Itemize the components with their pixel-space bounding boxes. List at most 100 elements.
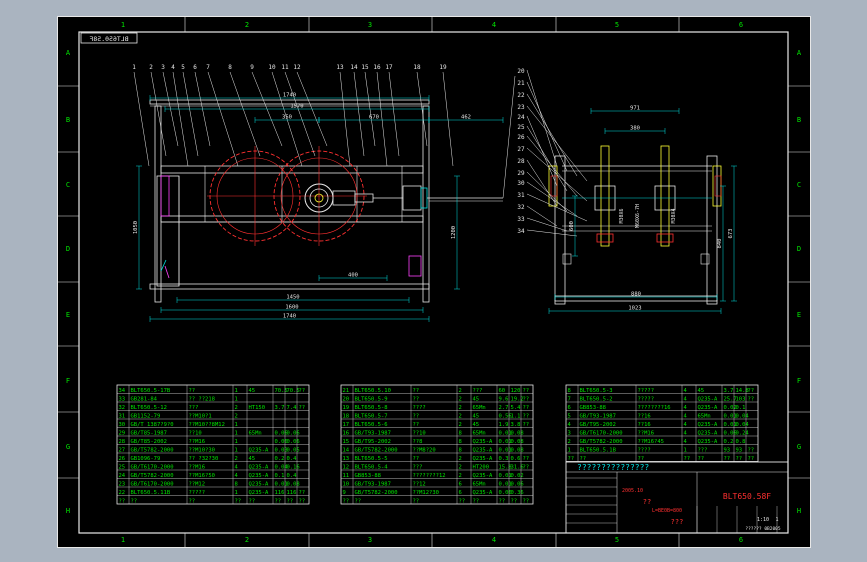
dim-1570: 1570 <box>290 104 303 110</box>
bom-right-cell: ????????16 <box>638 405 671 411</box>
bom-mid-cell: ?? <box>523 464 530 470</box>
row-marker-right: F <box>797 377 801 385</box>
bom-right-cell: 93 <box>724 447 731 453</box>
bom-right-cell: Q235-A <box>698 422 719 428</box>
bom-left-cell: ?? <box>299 490 306 496</box>
bom-mid-cell: BLT650.5-8 <box>355 405 388 411</box>
bom-mid-cell: 15.8 <box>499 464 512 470</box>
bom-left-cell: GB281-84 <box>131 396 158 402</box>
bom-mid-cell: 15 <box>343 439 350 445</box>
leader-line-13 <box>339 71 351 167</box>
leader-line-34 <box>526 229 578 237</box>
bom-mid-cell: ?? <box>355 498 362 504</box>
side-foot-left <box>562 253 572 265</box>
bom-left-cell: GB/T6170-2000 <box>131 464 174 470</box>
bom-mid-cell: 14 <box>343 447 350 453</box>
bom-mid-cell: GB/T5782-2000 <box>355 447 398 453</box>
leader-number-29: 29 <box>517 170 525 177</box>
bom-left-cell: ?? <box>299 405 306 411</box>
leader-line-16 <box>376 71 388 167</box>
bom-mid-cell: ??M12?30 <box>413 490 440 496</box>
leader-number-22: 22 <box>517 92 525 99</box>
bom-mid-cell: ?? <box>511 498 518 504</box>
dim-880: 880 <box>631 292 641 298</box>
bom-mid-cell: 21 <box>343 388 350 394</box>
bom-right-cell: 4 <box>568 422 572 428</box>
bom-mid-cell: ??? <box>413 464 423 470</box>
bom-mid-cell: ?? <box>499 498 506 504</box>
bom-mid-cell: 2.7 <box>499 405 509 411</box>
bom-mid-cell: 10 <box>343 481 350 487</box>
dim-600: 600 <box>569 221 575 231</box>
row-marker-left: F <box>66 377 70 385</box>
bom-mid-cell: 3.8 <box>511 422 521 428</box>
bom-mid-cell: ?? <box>413 388 420 394</box>
bom-left-cell: 0.4 <box>287 473 298 479</box>
row-marker-right: C <box>797 181 801 189</box>
bom-mid-cell: 2 <box>459 413 462 419</box>
dim-400: 400 <box>348 273 358 279</box>
hub-core <box>314 193 324 203</box>
bom-left-cell: 2 <box>235 413 238 419</box>
bom-left-cell: 0.16 <box>287 464 300 470</box>
bom-right-cell: 0.04 <box>736 422 750 428</box>
dim-1200: 1200 <box>451 226 457 239</box>
bom-left-cell: 28 <box>119 439 126 445</box>
bom-right-cell: BLT650.5.1B <box>580 447 617 453</box>
bom-left-cell: 0.01 <box>275 481 288 487</box>
bom-mid-cell: 0.01 <box>499 439 512 445</box>
bom-mid-cell: ?? <box>413 422 420 428</box>
bom-mid-cell: GB853-88 <box>355 473 382 479</box>
bom-mid-cell: ?? <box>523 413 530 419</box>
bom-left-cell: ??M16?50 <box>189 473 216 479</box>
bom-right-cell: ??M16 <box>638 430 655 436</box>
bom-right-frame <box>565 384 759 462</box>
bom-left-cell: 31 <box>119 413 126 419</box>
bom-left-cell: 1 <box>235 388 238 394</box>
bom-mid-cell: ?? <box>523 388 530 394</box>
bom-mid-cell: HT200 <box>473 464 490 470</box>
dim-1600: 1600 <box>285 305 298 311</box>
bom-right-cell: ?? <box>580 456 587 462</box>
leader-number-3: 3 <box>161 64 165 71</box>
left-cyan-mark <box>160 259 167 272</box>
bom-right-cell: 4 <box>684 396 688 402</box>
bom-right-cell: 45 <box>698 388 705 394</box>
leader-number-34: 34 <box>517 228 525 235</box>
leader-number-23: 23 <box>517 104 525 111</box>
title-company: ??????????????? <box>577 463 649 472</box>
bom-mid-cell: 0.06 <box>499 490 512 496</box>
bom-mid-cell: 0.08 <box>511 439 524 445</box>
bom-left-cell: Q235-A <box>249 473 270 479</box>
bom-right-cell: Q235-A <box>698 405 719 411</box>
leader-number-14: 14 <box>350 64 358 71</box>
bom-right-cell: ?? <box>724 456 731 462</box>
bom-mid-cell: 2 <box>459 456 462 462</box>
bom-right-cell: ??M16?45 <box>638 439 665 445</box>
bom-left-cell: ??M16 <box>189 439 206 445</box>
bom-mid-cell: ?? <box>523 396 530 402</box>
bom-mid-cell: 0.02 <box>511 473 524 479</box>
left-bracket <box>160 175 170 217</box>
bom-mid-cell: 65Mn <box>473 430 486 436</box>
bom-mid-cell: ?? <box>523 456 530 462</box>
bom-left-cell: 0.06 <box>275 430 288 436</box>
bom-left-cell: ?? <box>249 498 256 504</box>
bom-right-cell: 5 <box>568 413 571 419</box>
bom-left-cell: 25 <box>119 464 126 470</box>
bom-right-cell: ???? <box>638 447 651 453</box>
leader-line-10 <box>271 71 303 167</box>
leader-line-24 <box>526 115 558 187</box>
bom-right-cell: 4 <box>684 413 688 419</box>
bom-mid-cell: Q235-A <box>473 439 494 445</box>
bom-left-cell: Q235-A <box>249 464 270 470</box>
bom-left-cell: 0.4 <box>287 456 298 462</box>
bom-mid-cell: 18 <box>343 413 350 419</box>
bom-left-cell: GB/T6170-2000 <box>131 481 174 487</box>
frame-top-rail <box>149 99 430 105</box>
bearing-block <box>332 190 356 206</box>
bom-mid-cell: 11 <box>343 473 350 479</box>
bom-left-cell: 116 <box>287 490 297 496</box>
col-marker-top: 4 <box>492 21 496 29</box>
